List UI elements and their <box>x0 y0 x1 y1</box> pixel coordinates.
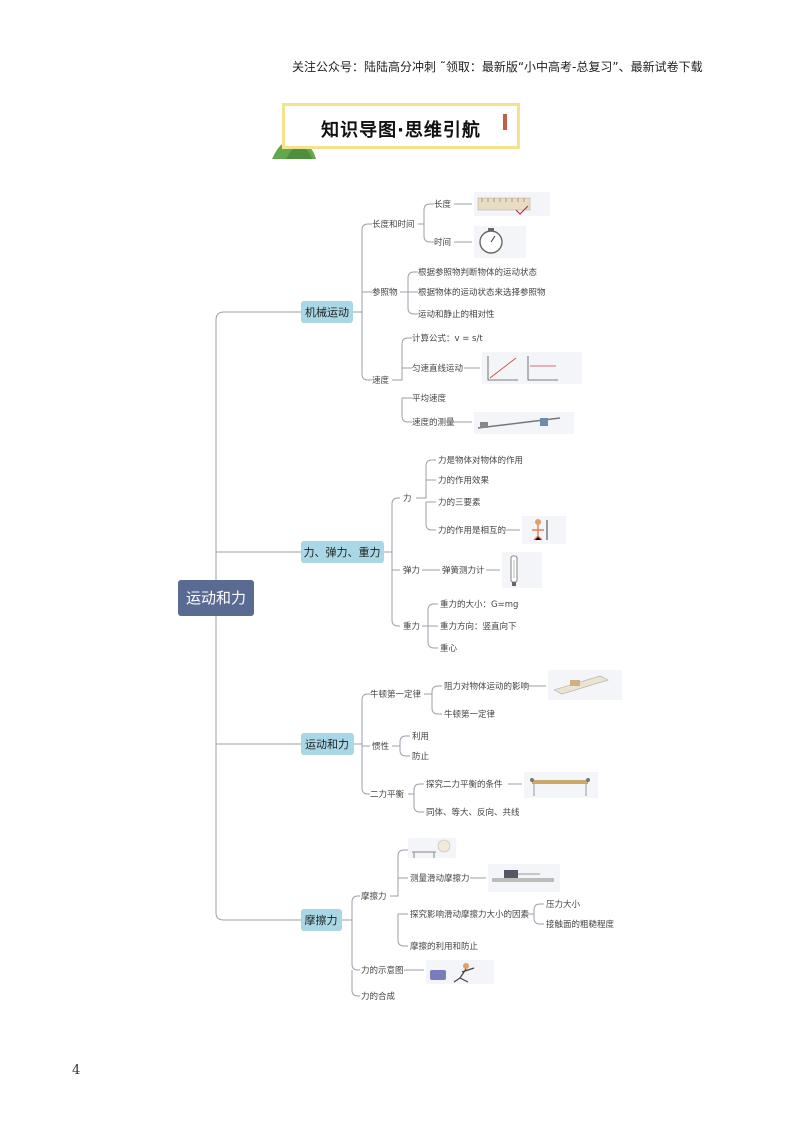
node-force-4: 力的作用是相互的 <box>438 525 506 536</box>
node-ref-1: 根据参照物判断物体的运动状态 <box>418 267 538 278</box>
node-friction-3: 摩擦的利用和防止 <box>410 941 479 952</box>
banner-title: 知识导图·思维引航 <box>321 120 481 141</box>
force-diagram-image-icon <box>426 960 494 984</box>
node-friction-1: 测量滑动摩擦力 <box>410 873 470 884</box>
node-force: 力 <box>403 493 412 504</box>
page-header: 关注公众号：陆陆高分冲刺 ˜领取：最新版“小中高考-总复习”、最新试卷下载 <box>292 60 703 74</box>
node-ref-2: 根据物体的运动状态来选择参照物 <box>418 287 546 298</box>
node-factor-1: 压力大小 <box>546 899 581 910</box>
node-force-composition: 力的合成 <box>361 991 396 1002</box>
branch-mechanical-motion <box>301 301 353 323</box>
node-uniform-motion: 匀速直线运动 <box>412 363 464 374</box>
node-inertia-1: 利用 <box>412 731 429 742</box>
sliding-friction-image-icon <box>488 864 560 892</box>
branch-motion-force <box>301 733 354 755</box>
node-ref-3: 运动和静止的相对性 <box>418 309 495 320</box>
branch-friction-label: 摩擦力 <box>305 913 338 927</box>
branch-force <box>301 541 384 563</box>
branch-friction <box>301 909 342 931</box>
node-friction: 摩擦力 <box>361 891 387 902</box>
node-balance: 二力平衡 <box>370 789 405 800</box>
branch-mechanical-motion-label: 机械运动 <box>305 305 349 319</box>
spring-scale-image-icon <box>502 552 542 588</box>
ruler-image-icon <box>474 192 550 216</box>
node-friction-2: 探究影响滑动摩擦力大小的因素 <box>410 909 530 920</box>
node-force-diagram: 力的示意图 <box>361 965 404 976</box>
node-newton-1: 阻力对物体运动的影响 <box>444 681 529 692</box>
motion-graph-image-icon <box>482 352 582 384</box>
node-speed-formula: 计算公式：v = s/t <box>412 333 483 344</box>
node-inertia-2: 防止 <box>412 751 430 762</box>
stopwatch-image-icon <box>474 226 526 258</box>
node-balance-1: 探究二力平衡的条件 <box>426 779 503 790</box>
node-newton-law: 牛顿第一定律 <box>370 689 422 700</box>
node-gravity: 重力 <box>403 621 420 632</box>
node-time: 时间 <box>434 237 451 248</box>
node-speed: 速度 <box>372 375 390 386</box>
branch-force-label: 力、弹力、重力 <box>304 545 381 559</box>
node-force-2: 力的作用效果 <box>438 475 490 486</box>
speed-measure-image-icon <box>474 412 574 434</box>
node-gravity-3: 重心 <box>440 643 458 654</box>
node-length: 长度 <box>434 199 452 210</box>
node-spring-scale: 弹簧测力计 <box>442 565 485 576</box>
page-number: 4 <box>72 1063 81 1078</box>
node-gravity-2: 重力方向：竖直向下 <box>440 621 517 632</box>
node-force-1: 力是物体对物体的作用 <box>438 455 523 466</box>
node-elastic: 弹力 <box>403 565 420 576</box>
node-gravity-1: 重力的大小：G=mg <box>440 599 518 610</box>
node-balance-2: 同体、等大、反向、共线 <box>426 807 520 818</box>
node-reference: 参照物 <box>372 287 398 298</box>
interaction-image-icon <box>522 516 566 544</box>
node-length-time: 长度和时间 <box>372 219 415 230</box>
node-newton-2: 牛顿第一定律 <box>444 709 496 720</box>
friction-table-image-icon <box>408 838 456 858</box>
balance-experiment-image-icon <box>524 772 598 798</box>
branch-motion-force-label: 运动和力 <box>305 738 349 751</box>
root-node <box>178 580 254 616</box>
friction-cart-image-icon <box>548 670 622 700</box>
node-avg-speed: 平均速度 <box>412 393 447 404</box>
root-label: 运动和力 <box>186 589 246 607</box>
node-inertia: 惯性 <box>372 741 390 752</box>
banner-accent <box>503 114 507 130</box>
node-factor-2: 接触面的粗糙程度 <box>546 919 615 930</box>
node-speed-measure: 速度的测量 <box>412 417 455 428</box>
node-force-3: 力的三要素 <box>438 497 481 508</box>
title-banner: 知识导图·思维引航 <box>282 103 520 149</box>
